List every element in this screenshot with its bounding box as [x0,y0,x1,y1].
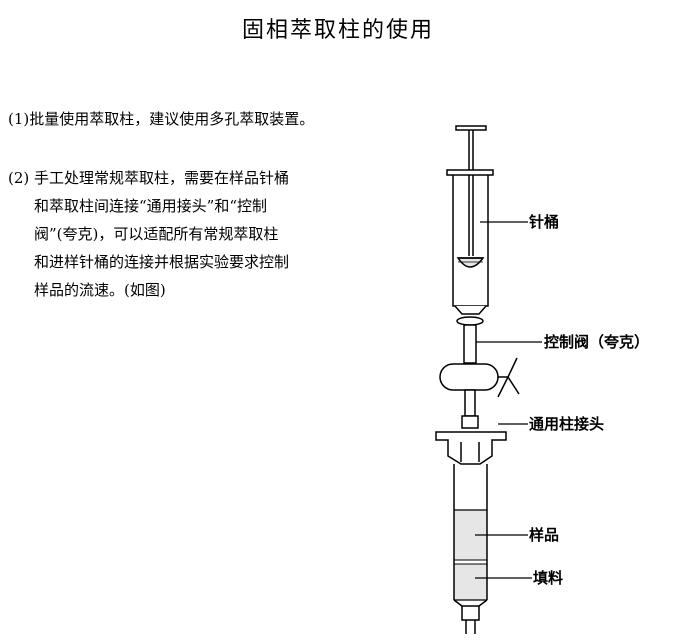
valve-label: 控制阀（夸克） [544,333,649,351]
syringe-label: 针桶 [529,213,559,231]
paragraph-2-line-4: 和进样针桶的连接并根据实验要求控制 [34,253,290,271]
connector-tube [456,316,484,364]
leader-lines [475,221,542,579]
paragraph-2-line-1: (2) 手工处理常规萃取柱，需要在样品针桶 [8,169,290,187]
packing-label: 填料 [533,569,563,587]
paragraph-2-line-5: 样品的流速。(如图) [34,281,166,299]
spe-apparatus-diagram: 针桶 控制阀（夸克） 通用柱接头 样品 填料 [435,125,649,634]
syringe-barrel [446,169,494,315]
paragraph-2-line-2: 和萃取柱间连接“通用接头”和“控制 [34,197,268,215]
universal-adapter [435,415,507,465]
adapter-label: 通用柱接头 [529,415,604,433]
paragraph-2: (2) 手工处理常规萃取柱，需要在样品针桶 和萃取柱间连接“通用接头”和“控制 … [8,164,353,304]
spe-cartridge [453,464,488,634]
paragraph-2-line-3: 阀”(夸克)，可以适配所有常规萃取柱 [34,225,279,243]
sample-label: 样品 [529,526,559,544]
paragraph-1: (1)批量使用萃取柱，建议使用多孔萃取装置。 [8,110,315,128]
stopcock-valve [439,357,520,417]
page-title: 固相萃取柱的使用 [241,18,434,43]
syringe-plunger [455,125,487,256]
